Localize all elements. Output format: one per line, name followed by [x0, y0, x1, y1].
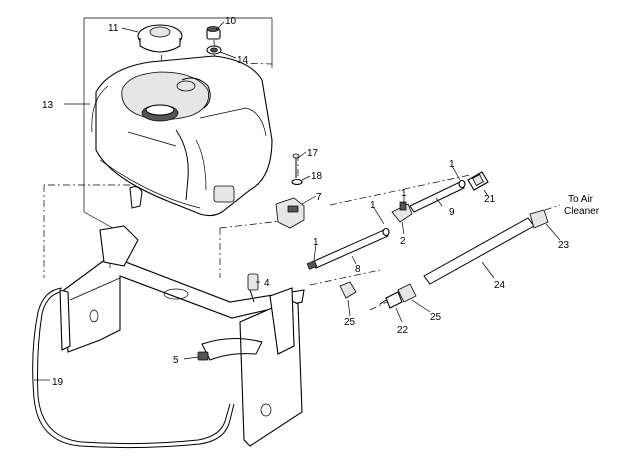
clamp-25-right — [397, 283, 417, 303]
callout-10: 10 — [225, 16, 237, 27]
callout-19: 19 — [52, 377, 64, 388]
callout-1-tee-top: 1 — [401, 188, 407, 199]
callout-14: 14 — [237, 55, 249, 66]
callout-1-tee-left: 1 — [370, 200, 376, 211]
clamp-23 — [529, 209, 549, 229]
fuel-line-8 — [306, 227, 390, 270]
callout-11: 11 — [108, 23, 119, 34]
callout-7: 7 — [316, 192, 322, 203]
callout-22: 22 — [397, 325, 409, 336]
air-cleaner-note: To Air Cleaner — [564, 194, 600, 217]
callout-1-filter: 1 — [449, 159, 455, 170]
fuel-line-24 — [423, 217, 535, 285]
callout-23: 23 — [558, 240, 570, 251]
callout-13: 13 — [42, 100, 54, 111]
vent-parts — [206, 26, 222, 55]
callout-labels: 11 10 14 13 17 18 7 1 1 1 1 21 9 2 23 8 … — [42, 16, 570, 388]
callout-24: 24 — [494, 280, 506, 291]
valve-and-fitting — [197, 273, 259, 361]
fuel-filter-21 — [467, 171, 489, 191]
callout-2: 2 — [400, 236, 406, 247]
hose-19 — [32, 287, 235, 449]
callout-8: 8 — [355, 264, 361, 275]
callout-4: 4 — [264, 278, 270, 289]
callout-25-right: 25 — [430, 312, 442, 323]
tee-fitting-2 — [391, 201, 413, 223]
note-line-1: To Air — [568, 194, 594, 205]
fuel-cap — [137, 24, 183, 53]
clamp-25-left — [339, 281, 357, 299]
leader-lines — [34, 21, 561, 381]
bolt-washer-bracket — [275, 153, 305, 229]
callout-5: 5 — [173, 355, 179, 366]
fuel-tank — [91, 55, 273, 217]
fuel-line-9 — [409, 179, 466, 213]
note-line-2: Cleaner — [564, 206, 600, 217]
callout-18: 18 — [311, 171, 323, 182]
callout-25-left: 25 — [344, 317, 356, 328]
callout-17: 17 — [307, 148, 319, 159]
callout-9: 9 — [449, 207, 455, 218]
mounting-plate — [59, 225, 305, 447]
callout-1-line-end: 1 — [313, 237, 319, 248]
callout-21: 21 — [484, 194, 496, 205]
fitting-22 — [379, 291, 403, 309]
